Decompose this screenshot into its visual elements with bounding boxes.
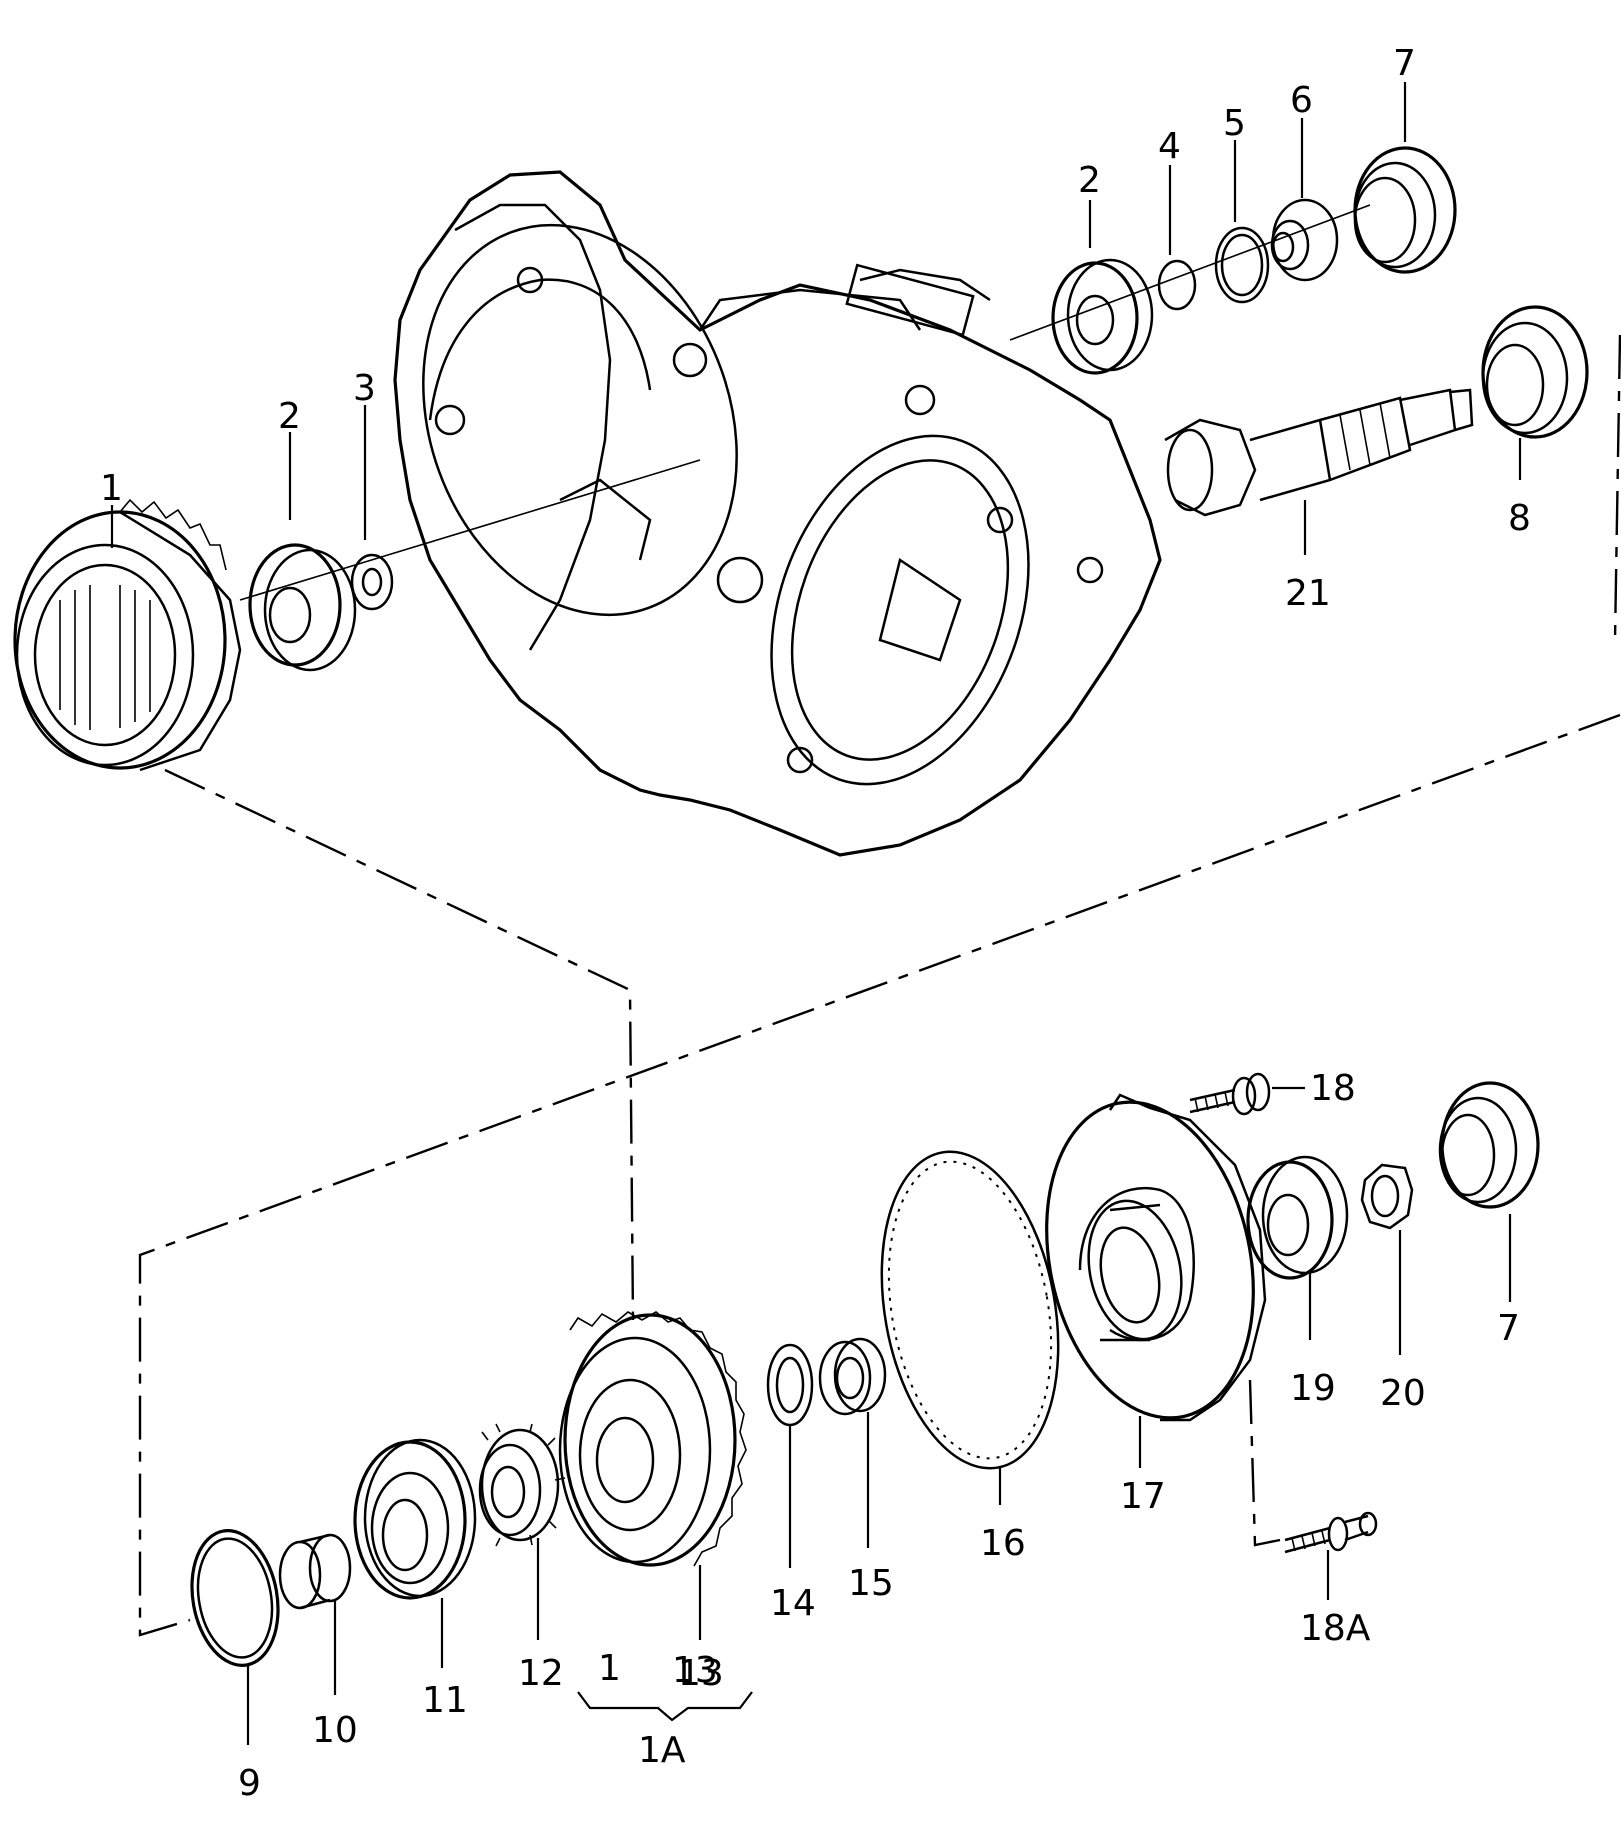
adapter-part-6: [1270, 198, 1339, 282]
assembly-line-18A: [1248, 1379, 1281, 1547]
transmission-housing: [393, 170, 1162, 857]
label-2-left: 2: [278, 396, 301, 437]
label-12: 12: [518, 1653, 564, 1694]
cap-part-7-upper: [1353, 146, 1457, 274]
cap-part-8: [1481, 305, 1589, 439]
label-5: 5: [1223, 103, 1246, 144]
label-20: 20: [1380, 1373, 1426, 1414]
label-14: 14: [770, 1583, 816, 1624]
ring-part-5: [1214, 226, 1270, 304]
label-8: 8: [1508, 498, 1531, 539]
axis-line-left: [239, 459, 701, 601]
label-19: 19: [1290, 1368, 1336, 1409]
washer-part-14: [766, 1343, 814, 1427]
label-9: 9: [238, 1763, 261, 1804]
axis-line-right: [1009, 204, 1371, 341]
label-2-right: 2: [1078, 160, 1101, 201]
label-1A-part-1: 1: [598, 1648, 621, 1689]
label-16: 16: [980, 1523, 1026, 1564]
large-gear-part-13: [558, 1311, 747, 1567]
label-15: 15: [848, 1563, 894, 1604]
gear-part-1: [13, 498, 242, 772]
gasket-part-16: [880, 1150, 1060, 1470]
label-7-upper: 7: [1393, 43, 1416, 84]
label-7-lower: 7: [1497, 1308, 1520, 1349]
assembly-line-right-vertical: [1613, 334, 1621, 641]
label-18: 18: [1310, 1068, 1356, 1109]
pinion-shaft-part-21: [1164, 388, 1474, 517]
small-gear-part-12: [478, 1423, 566, 1547]
cover-part-17: [1045, 1093, 1267, 1422]
label-18A: 18A: [1300, 1608, 1371, 1649]
label-3: 3: [353, 368, 376, 409]
ring-part-9: [190, 1529, 280, 1667]
leader-lines: [110, 82, 1522, 1745]
bearing-part-2-right: [1051, 258, 1154, 375]
bushing-part-10: [278, 1533, 352, 1610]
label-10: 10: [312, 1710, 358, 1751]
label-11: 11: [422, 1680, 468, 1721]
part-labels: 1 2 3 2 4 5 6 7 8 21 18 7 19 20 17 16 15…: [100, 43, 1531, 1804]
label-17: 17: [1120, 1476, 1166, 1517]
assembly-line-1-to-1A: [164, 768, 635, 1321]
label-1: 1: [100, 468, 123, 509]
bolt-part-18: [1189, 1072, 1271, 1116]
label-13: 13: [678, 1653, 724, 1694]
nut-part-20: [1360, 1163, 1414, 1230]
assembly-line-diagonal: [138, 713, 1621, 1637]
label-1A-part-13: 13: [672, 1650, 718, 1691]
bearing-part-2-left: [248, 543, 357, 672]
washer-part-3: [350, 553, 394, 611]
label-21: 21: [1285, 573, 1331, 614]
label-6: 6: [1290, 80, 1313, 121]
bearing-part-11: [353, 1438, 477, 1600]
bushing-part-15: [818, 1337, 887, 1416]
bearing-part-19: [1246, 1155, 1349, 1280]
stud-bolt-part-18A: [1284, 1511, 1378, 1554]
cap-part-7-lower: [1438, 1081, 1540, 1209]
label-4: 4: [1158, 126, 1181, 167]
label-1A: 1A: [638, 1730, 686, 1771]
ring-part-4: [1157, 259, 1197, 311]
